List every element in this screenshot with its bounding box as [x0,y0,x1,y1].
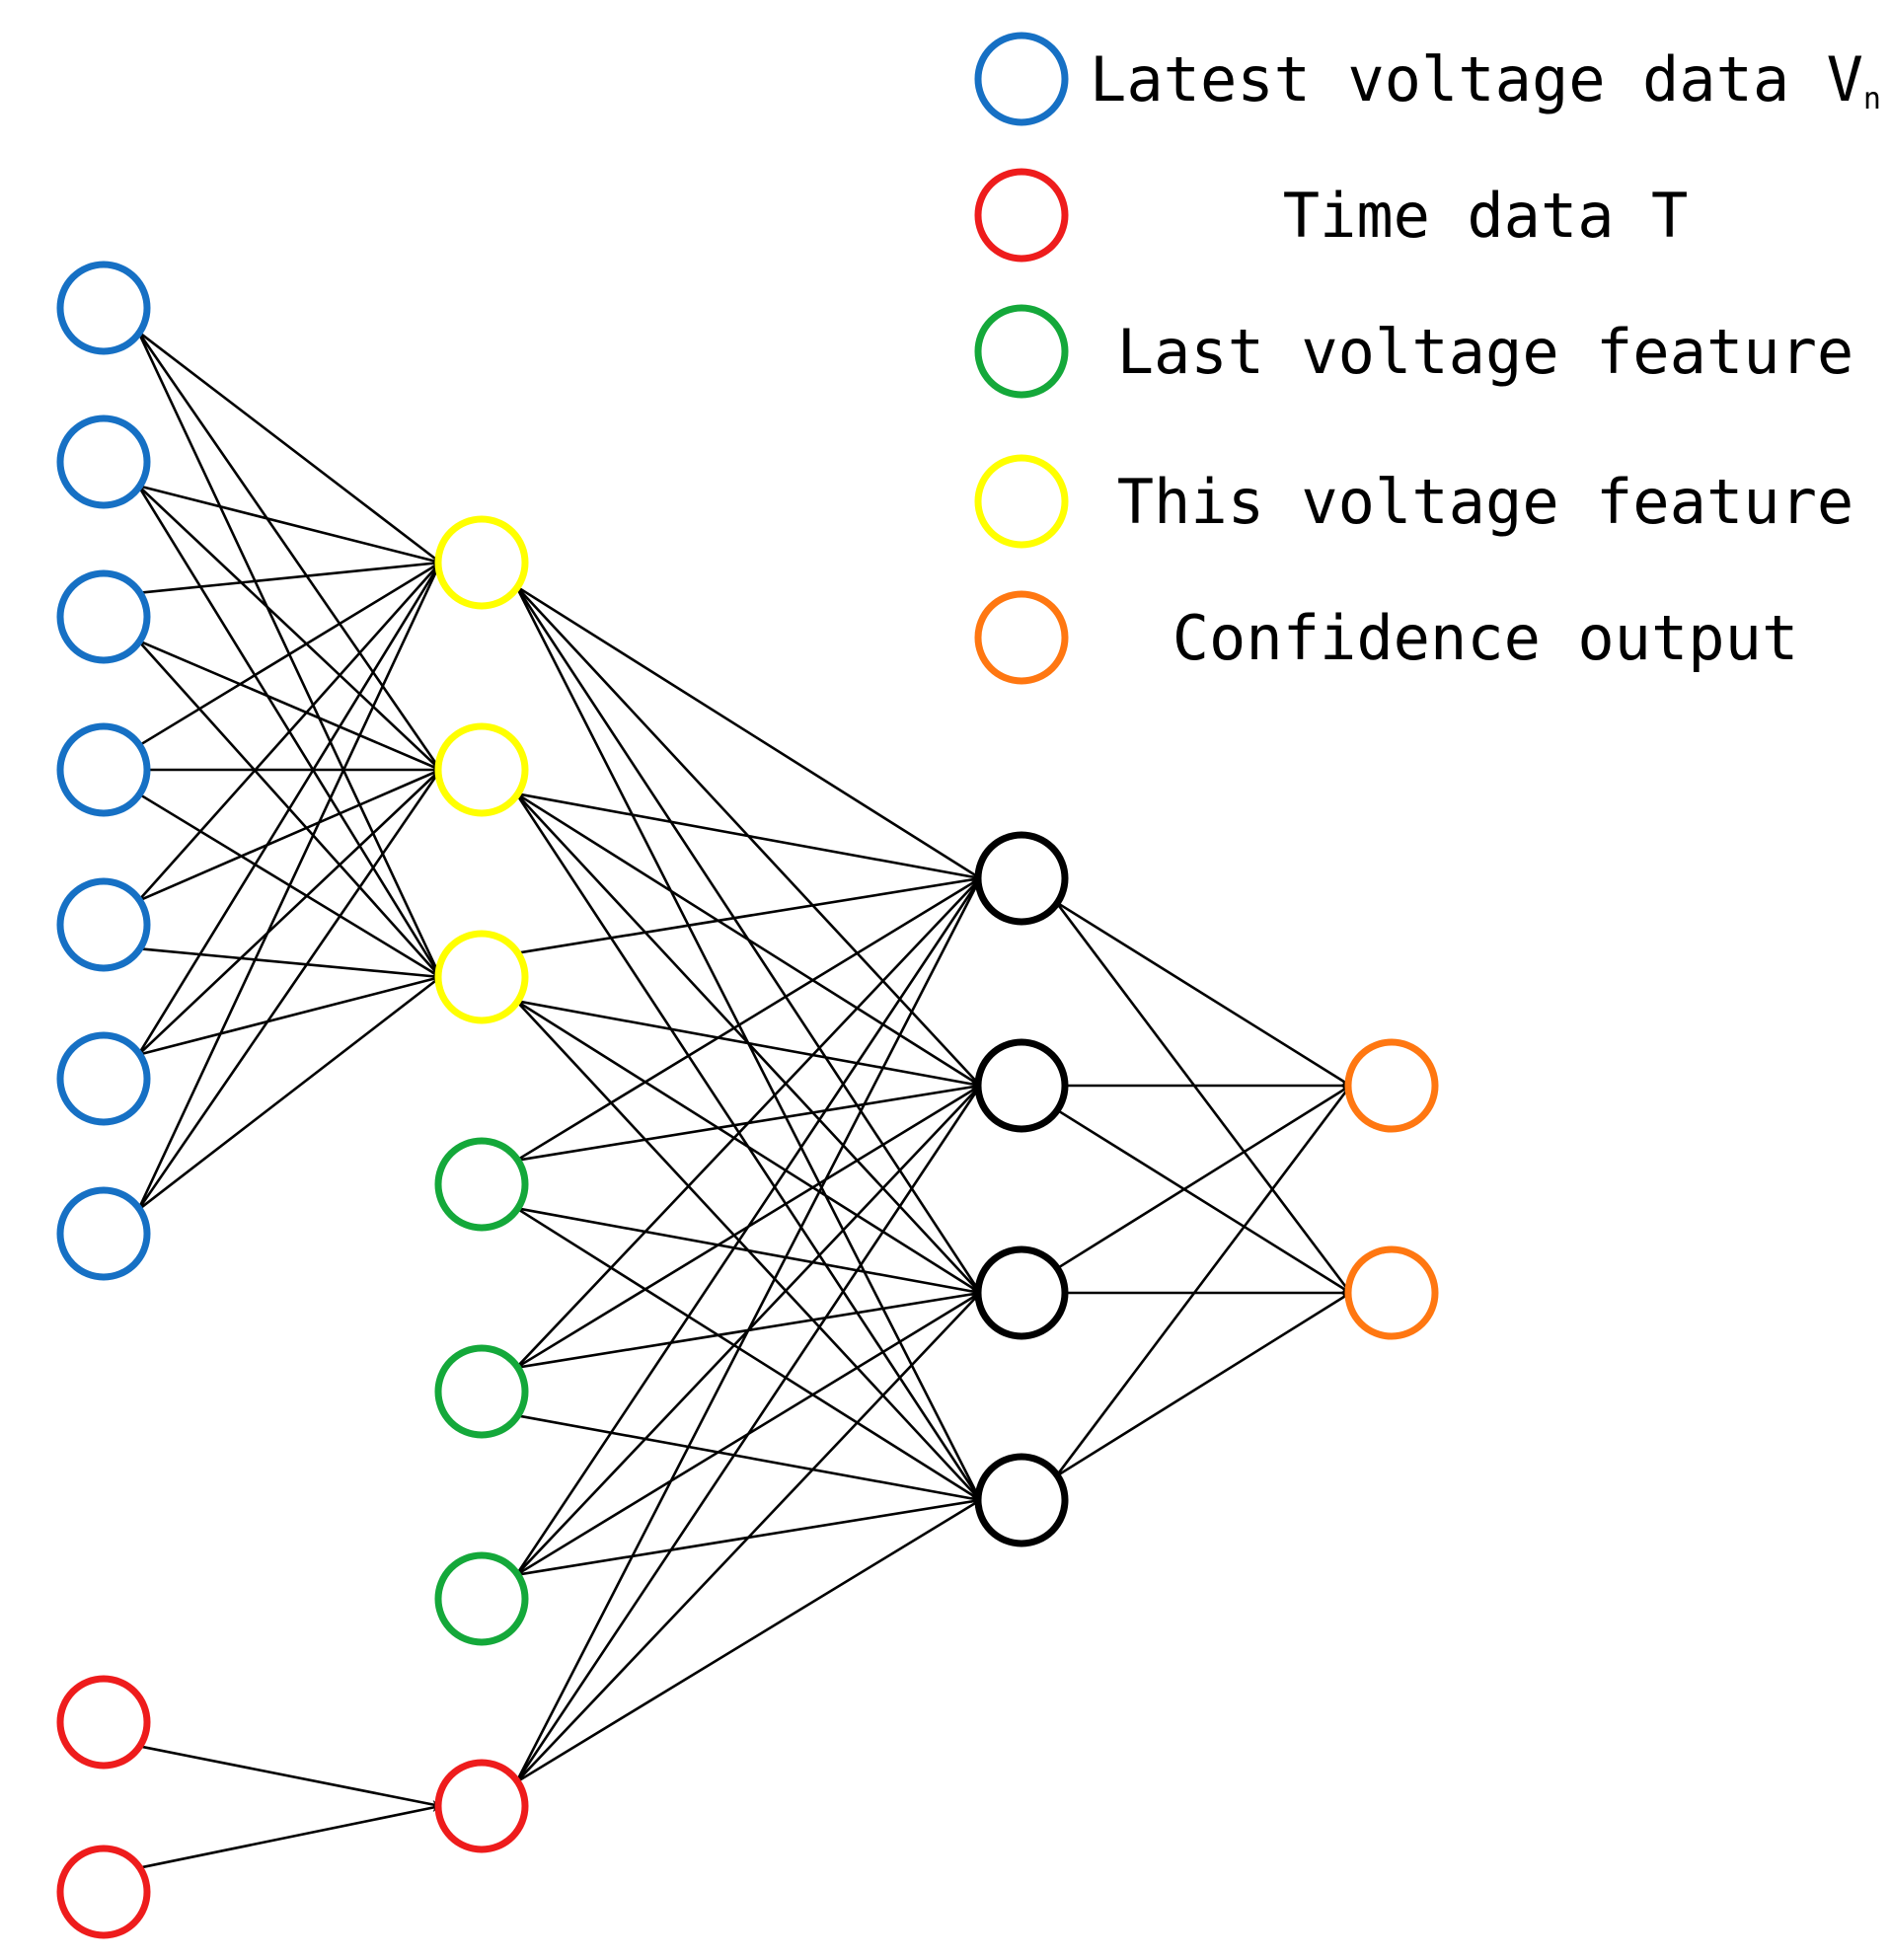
edge-l2-6-l3-0 [515,877,982,1783]
edge-l2-4-l3-3 [515,1413,981,1503]
edge-l1-2-l2-0 [138,559,441,595]
edge-l2-4-l3-0 [515,877,982,1369]
legend-label-last-feature: Last voltage feature [1117,316,1854,388]
feature-neuron-this-feature [434,722,529,817]
edge-l1-4-l2-1 [137,768,441,902]
legend-label-time: Time data T [1283,180,1689,252]
input-neuron-time [56,1845,151,1939]
legend-swatch-last-feature [974,304,1069,399]
legend-swatch-time [974,168,1069,263]
feature-neuron-last-feature [434,1344,529,1439]
edge-l2-3-l3-0 [515,876,981,1162]
edge-l1-2-l2-1 [137,640,441,772]
edge-l3-2-l4-0 [1055,1084,1351,1270]
edge-l2-3-l3-2 [515,1206,981,1296]
connections [137,331,1352,1870]
edge-l3-0-l4-1 [1055,901,1352,1294]
legend-label-this-feature: This voltage feature [1117,466,1854,538]
edge-l3-3-l4-0 [1055,1085,1352,1477]
hidden-neuron-hidden [974,1453,1069,1547]
legend-label-confidence: Confidence output [1172,602,1799,674]
edge-l1-4-l2-0 [137,562,442,902]
edge-l2-5-l3-0 [515,877,982,1576]
feature-neuron-last-feature [434,1551,529,1646]
edge-l1-0-l2-1 [137,331,442,771]
input-neuron-latest-voltage [56,1186,151,1281]
edge-l1-1-l2-0 [137,484,441,565]
edge-l2-6-l3-3 [515,1498,981,1783]
input-neuron-latest-voltage [56,569,151,664]
input-neuron-latest-voltage [56,415,151,509]
neurons [56,261,1439,1939]
input-neuron-time [56,1675,151,1770]
hidden-neuron-hidden [974,1245,1069,1340]
edge-l1-6-l2-1 [137,769,442,1211]
edge-l1-1-l2-1 [137,485,442,771]
edge-l1-4-l2-2 [138,946,441,981]
input-neuron-latest-voltage [56,1031,151,1126]
output-neuron-confidence [1344,1245,1439,1340]
legend: Latest voltage data Vn Time data T Last vo… [974,32,1881,685]
edge-l2-2-l3-2 [515,1000,981,1295]
edge-l3-0-l4-0 [1055,901,1351,1088]
feature-neuron-this-feature [434,515,529,610]
edge-l1-3-l2-0 [137,561,441,747]
output-neuron-confidence [1344,1038,1439,1133]
edge-l2-1-l3-1 [515,792,981,1088]
edge-l1-5-l2-1 [137,769,442,1056]
edge-l1-5-l2-0 [137,562,442,1056]
edge-l2-0-l3-0 [515,585,981,880]
edge-l1-6-l2-0 [137,562,442,1211]
edge-l1-8-l2-6 [137,1803,441,1870]
input-neuron-latest-voltage [56,261,151,355]
legend-swatch-this-feature [974,454,1069,549]
edge-l2-6-l3-2 [515,1292,982,1783]
edge-l2-1-l3-0 [515,792,981,881]
edge-l3-3-l4-1 [1055,1291,1351,1477]
edge-l2-2-l3-0 [515,874,981,955]
hidden-neuron-hidden [974,1038,1069,1133]
input-neuron-latest-voltage [56,877,151,972]
edge-l1-5-l2-2 [137,974,441,1057]
edge-l1-0-l2-0 [137,331,441,565]
edge-l2-3-l3-3 [515,1207,981,1502]
input-neuron-latest-voltage [56,722,151,817]
feature-neuron-last-feature [434,1137,529,1232]
edge-l2-6-l3-1 [515,1085,982,1783]
feature-neuron-time [434,1759,529,1853]
legend-swatch-confidence [974,590,1069,685]
legend-swatch-latest-voltage [974,32,1069,126]
edge-l3-1-l4-1 [1055,1108,1351,1295]
edge-l1-7-l2-6 [137,1744,441,1809]
hidden-neuron-hidden [974,831,1069,926]
edge-l2-2-l3-1 [515,999,981,1089]
edge-l1-6-l2-2 [137,975,441,1211]
legend-label-latest-voltage: Latest voltage data Vn [1090,43,1881,116]
feature-neuron-this-feature [434,930,529,1024]
